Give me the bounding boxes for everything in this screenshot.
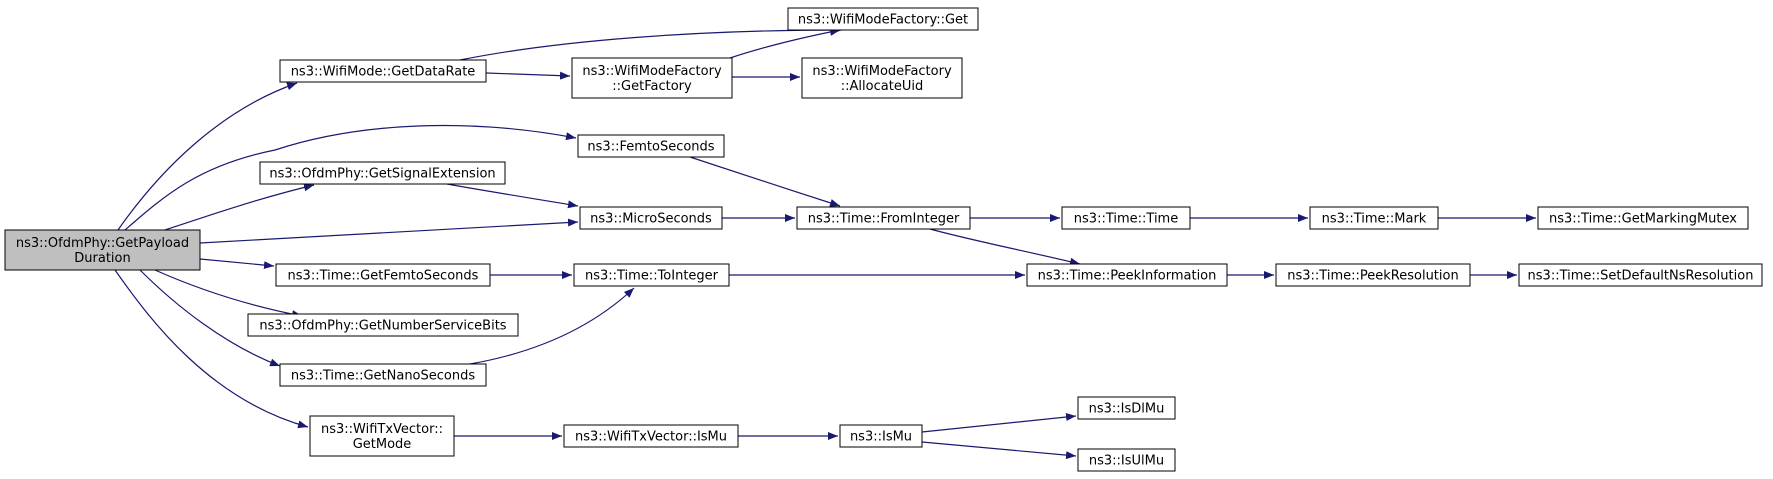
edge-getPayloadDuration-to-femtoSeconds <box>124 124 577 231</box>
node-box <box>247 313 519 337</box>
node-label: ns3::FemtoSeconds <box>587 140 714 155</box>
node-label: Duration <box>74 251 130 266</box>
node-label: ns3::OfdmPhy::GetSignalExtension <box>269 167 495 182</box>
node-txGetMode[interactable]: ns3::WifiTxVector::GetMode <box>309 415 455 457</box>
node-label: ns3::MicroSeconds <box>590 212 712 227</box>
node-isUlMu[interactable]: ns3::IsUlMu <box>1077 448 1176 472</box>
edge-isMu-to-isDlMu <box>921 413 1077 433</box>
node-allocateUid[interactable]: ns3::WifiModeFactory::AllocateUid <box>801 57 963 99</box>
node-box <box>1275 263 1471 287</box>
edge-getNanoSeconds-to-toInteger <box>469 287 635 365</box>
edge-getPayloadDuration-to-getFemtoSeconds <box>199 258 275 270</box>
node-getDataRate[interactable]: ns3::WifiMode::GetDataRate <box>279 59 487 83</box>
node-box <box>1077 448 1176 472</box>
node-box <box>1537 206 1749 230</box>
node-box <box>1309 206 1439 230</box>
node-label: GetMode <box>353 437 412 452</box>
edge-getPayloadDuration-to-getNanoSeconds <box>139 269 281 367</box>
node-label: ns3::Time::GetNanoSeconds <box>291 369 476 384</box>
node-box <box>1077 396 1176 420</box>
edge-getPayloadDuration-to-microSeconds <box>199 218 579 244</box>
node-box <box>796 206 971 230</box>
node-isMu[interactable]: ns3::IsMu <box>839 424 923 448</box>
node-label: ns3::WifiModeFactory <box>582 64 722 79</box>
node-label: ns3::OfdmPhy::GetPayload <box>16 236 189 251</box>
edge-isMu-to-isUlMu <box>921 441 1077 460</box>
node-box <box>279 363 487 387</box>
node-box <box>259 161 506 185</box>
node-getSignalExtension[interactable]: ns3::OfdmPhy::GetSignalExtension <box>259 161 506 185</box>
node-label: ns3::Time::Time <box>1074 212 1178 227</box>
node-box <box>309 415 455 457</box>
node-box <box>1061 206 1191 230</box>
node-label: ns3::Time::PeekResolution <box>1287 269 1458 284</box>
edge-getPayloadDuration-to-getNumberServiceBits <box>154 269 303 319</box>
node-fromInteger[interactable]: ns3::Time::FromInteger <box>796 206 971 230</box>
node-femtoSeconds[interactable]: ns3::FemtoSeconds <box>577 134 725 158</box>
edge-getFactory-to-factoryGet <box>729 28 841 59</box>
node-getFemtoSeconds[interactable]: ns3::Time::GetFemtoSeconds <box>275 263 491 287</box>
node-peekResolution[interactable]: ns3::Time::PeekResolution <box>1275 263 1471 287</box>
node-box <box>577 134 725 158</box>
node-isDlMu[interactable]: ns3::IsDlMu <box>1077 396 1176 420</box>
call-nodes: ns3::OfdmPhy::GetPayloadDurationns3::Wif… <box>4 7 1763 472</box>
node-label: ns3::OfdmPhy::GetNumberServiceBits <box>259 319 506 334</box>
node-box <box>801 57 963 99</box>
node-getNanoSeconds[interactable]: ns3::Time::GetNanoSeconds <box>279 363 487 387</box>
node-label: ns3::WifiTxVector:: <box>321 422 443 437</box>
node-label: ns3::WifiTxVector::IsMu <box>575 430 727 445</box>
node-label: ns3::Time::GetMarkingMutex <box>1549 212 1737 227</box>
node-label: ::GetFactory <box>612 79 692 94</box>
node-box <box>279 59 487 83</box>
node-box <box>275 263 491 287</box>
edge-getDataRate-to-getFactory <box>485 71 571 80</box>
node-label: ns3::IsUlMu <box>1089 454 1164 469</box>
node-microSeconds[interactable]: ns3::MicroSeconds <box>579 206 723 230</box>
node-timeMark[interactable]: ns3::Time::Mark <box>1309 206 1439 230</box>
node-box <box>571 57 733 99</box>
node-box <box>1518 263 1763 287</box>
node-box <box>1026 263 1228 287</box>
node-label: ns3::WifiModeFactory <box>812 64 952 79</box>
node-label: ns3::WifiMode::GetDataRate <box>291 65 476 80</box>
node-box <box>563 424 739 448</box>
node-txIsMu[interactable]: ns3::WifiTxVector::IsMu <box>563 424 739 448</box>
node-label: ns3::WifiModeFactory::Get <box>798 13 968 28</box>
node-label: ns3::Time::Mark <box>1322 212 1427 227</box>
edge-getSignalExtension-to-microSeconds <box>446 183 579 209</box>
node-box <box>573 263 730 287</box>
node-peekInformation[interactable]: ns3::Time::PeekInformation <box>1026 263 1228 287</box>
node-box <box>839 424 923 448</box>
node-getFactory[interactable]: ns3::WifiModeFactory::GetFactory <box>571 57 733 99</box>
edge-getPayloadDuration-to-getDataRate <box>117 82 298 231</box>
node-box <box>4 229 201 271</box>
edge-fromInteger-to-peekInformation <box>929 228 1081 266</box>
node-label: ns3::IsMu <box>850 430 912 445</box>
edge-getPayloadDuration-to-txGetMode <box>114 269 309 429</box>
node-label: ns3::IsDlMu <box>1089 402 1165 417</box>
node-box <box>579 206 723 230</box>
node-getMarkingMutex[interactable]: ns3::Time::GetMarkingMutex <box>1537 206 1749 230</box>
edge-getPayloadDuration-to-getSignalExtension <box>164 183 315 231</box>
call-edges <box>114 26 1536 460</box>
edge-femtoSeconds-to-fromInteger <box>689 156 841 207</box>
node-timeTime[interactable]: ns3::Time::Time <box>1061 206 1191 230</box>
node-label: ns3::Time::FromInteger <box>808 212 960 227</box>
node-factoryGet[interactable]: ns3::WifiModeFactory::Get <box>787 7 979 31</box>
node-label: ns3::Time::GetFemtoSeconds <box>288 269 479 284</box>
node-box <box>787 7 979 31</box>
node-setDefaultNsResolution[interactable]: ns3::Time::SetDefaultNsResolution <box>1518 263 1763 287</box>
node-label: ::AllocateUid <box>841 79 923 94</box>
node-label: ns3::Time::SetDefaultNsResolution <box>1528 269 1754 284</box>
node-label: ns3::Time::ToInteger <box>585 269 719 284</box>
node-label: ns3::Time::PeekInformation <box>1038 269 1217 284</box>
node-getNumberServiceBits[interactable]: ns3::OfdmPhy::GetNumberServiceBits <box>247 313 519 337</box>
edge-getDataRate-to-factoryGet <box>459 26 843 61</box>
node-toInteger[interactable]: ns3::Time::ToInteger <box>573 263 730 287</box>
